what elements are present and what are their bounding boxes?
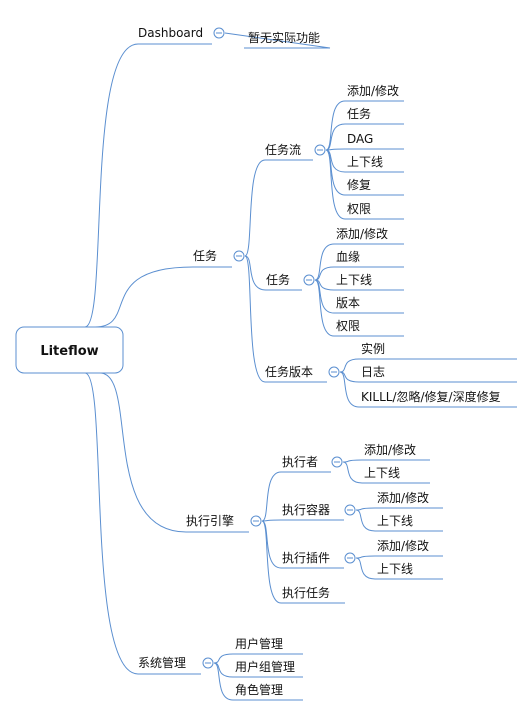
connector-line <box>355 509 376 532</box>
collapse-toggle-icon[interactable] <box>331 456 343 468</box>
task-node[interactable]: 任务 <box>266 272 290 287</box>
collapse-toggle-icon[interactable] <box>202 657 214 669</box>
task-version-leaf[interactable]: 日志 <box>361 365 385 379</box>
executor-node[interactable]: 执行者 <box>282 455 318 469</box>
connector-line <box>314 243 335 281</box>
collapse-toggle-icon[interactable] <box>344 552 356 564</box>
collapse-toggle-icon[interactable] <box>233 250 245 262</box>
exec-container-node[interactable]: 执行容器 <box>282 502 330 517</box>
connector-line <box>84 372 139 675</box>
exec-plugin-node[interactable]: 执行插件 <box>282 551 330 565</box>
connector-line <box>325 123 346 151</box>
exec-task-node[interactable]: 执行任务 <box>282 585 330 600</box>
connector-line <box>314 266 335 281</box>
root-node[interactable]: Liteflow <box>15 326 124 374</box>
task-leaf[interactable]: 上下线 <box>336 273 372 287</box>
task-flow-leaf[interactable]: 添加/修改 <box>347 83 399 98</box>
connector-line <box>342 461 363 484</box>
connector-line <box>84 43 139 328</box>
connector-line <box>244 159 266 257</box>
label-underline <box>224 32 331 49</box>
exec-container-leaf[interactable]: 上下线 <box>377 514 413 528</box>
system-leaf[interactable]: 用户组管理 <box>235 659 295 674</box>
branch-dashboard[interactable]: Dashboard <box>138 26 203 40</box>
connector-line <box>355 507 376 511</box>
connector-line <box>94 266 194 328</box>
task-flow-leaf[interactable]: 上下线 <box>347 155 383 169</box>
connectors <box>84 43 376 701</box>
connector-line <box>325 149 346 220</box>
dashboard-child-label[interactable]: 暂无实际功能 <box>248 30 320 45</box>
connector-line <box>261 520 282 604</box>
executor-leaf[interactable]: 上下线 <box>364 466 400 480</box>
task-version-leaf[interactable]: 实例 <box>361 341 385 356</box>
collapse-toggle-icon[interactable] <box>328 366 340 378</box>
connector-line <box>314 279 335 337</box>
connector-line <box>99 372 187 533</box>
underlines <box>138 32 517 701</box>
connector-line <box>213 653 234 664</box>
system-leaf[interactable]: 角色管理 <box>235 682 283 697</box>
collapse-toggle-icon[interactable] <box>250 515 262 527</box>
exec-plugin-leaf[interactable]: 上下线 <box>377 562 413 576</box>
exec-container-leaf[interactable]: 添加/修改 <box>377 490 429 505</box>
task-version-leaf[interactable]: KILLL/忽略/修复/深度修复 <box>361 389 501 404</box>
collapse-toggle-icon[interactable] <box>213 27 225 39</box>
connector-line <box>244 255 266 383</box>
connector-line <box>342 459 363 463</box>
task-flow-leaf[interactable]: 修复 <box>347 177 371 192</box>
collapse-toggle-icon[interactable] <box>344 504 356 516</box>
task-version-node[interactable]: 任务版本 <box>265 364 313 379</box>
connector-line <box>261 519 282 522</box>
task-leaf[interactable]: 权限 <box>336 319 360 333</box>
task-leaf[interactable]: 血缘 <box>336 250 360 264</box>
task-flow-leaf[interactable]: 任务 <box>347 106 371 121</box>
branch-engine[interactable]: 执行引擎 <box>186 513 234 528</box>
connector-line <box>355 555 376 559</box>
connector-line <box>213 662 234 701</box>
connector-line <box>339 358 360 373</box>
collapse-toggle-icon[interactable] <box>314 144 326 156</box>
task-flow-leaf[interactable]: 权限 <box>347 202 371 216</box>
collapse-toggle-icon[interactable] <box>303 274 315 286</box>
branch-system[interactable]: 系统管理 <box>138 655 186 670</box>
task-leaf[interactable]: 版本 <box>336 296 360 310</box>
task-leaf[interactable]: 添加/修改 <box>336 226 388 241</box>
root-label: Liteflow <box>40 344 98 359</box>
exec-plugin-leaf[interactable]: 添加/修改 <box>377 538 429 553</box>
connector-line <box>325 100 346 151</box>
executor-leaf[interactable]: 添加/修改 <box>364 442 416 457</box>
connector-line <box>355 557 376 580</box>
connector-line <box>261 471 282 522</box>
task-flow-leaf[interactable]: DAG <box>347 132 373 146</box>
branch-tasks[interactable]: 任务 <box>193 248 217 263</box>
system-leaf[interactable]: 用户管理 <box>235 636 283 651</box>
task-flow-node[interactable]: 任务流 <box>265 142 301 157</box>
connector-line <box>339 371 360 408</box>
connector-line <box>244 255 267 291</box>
